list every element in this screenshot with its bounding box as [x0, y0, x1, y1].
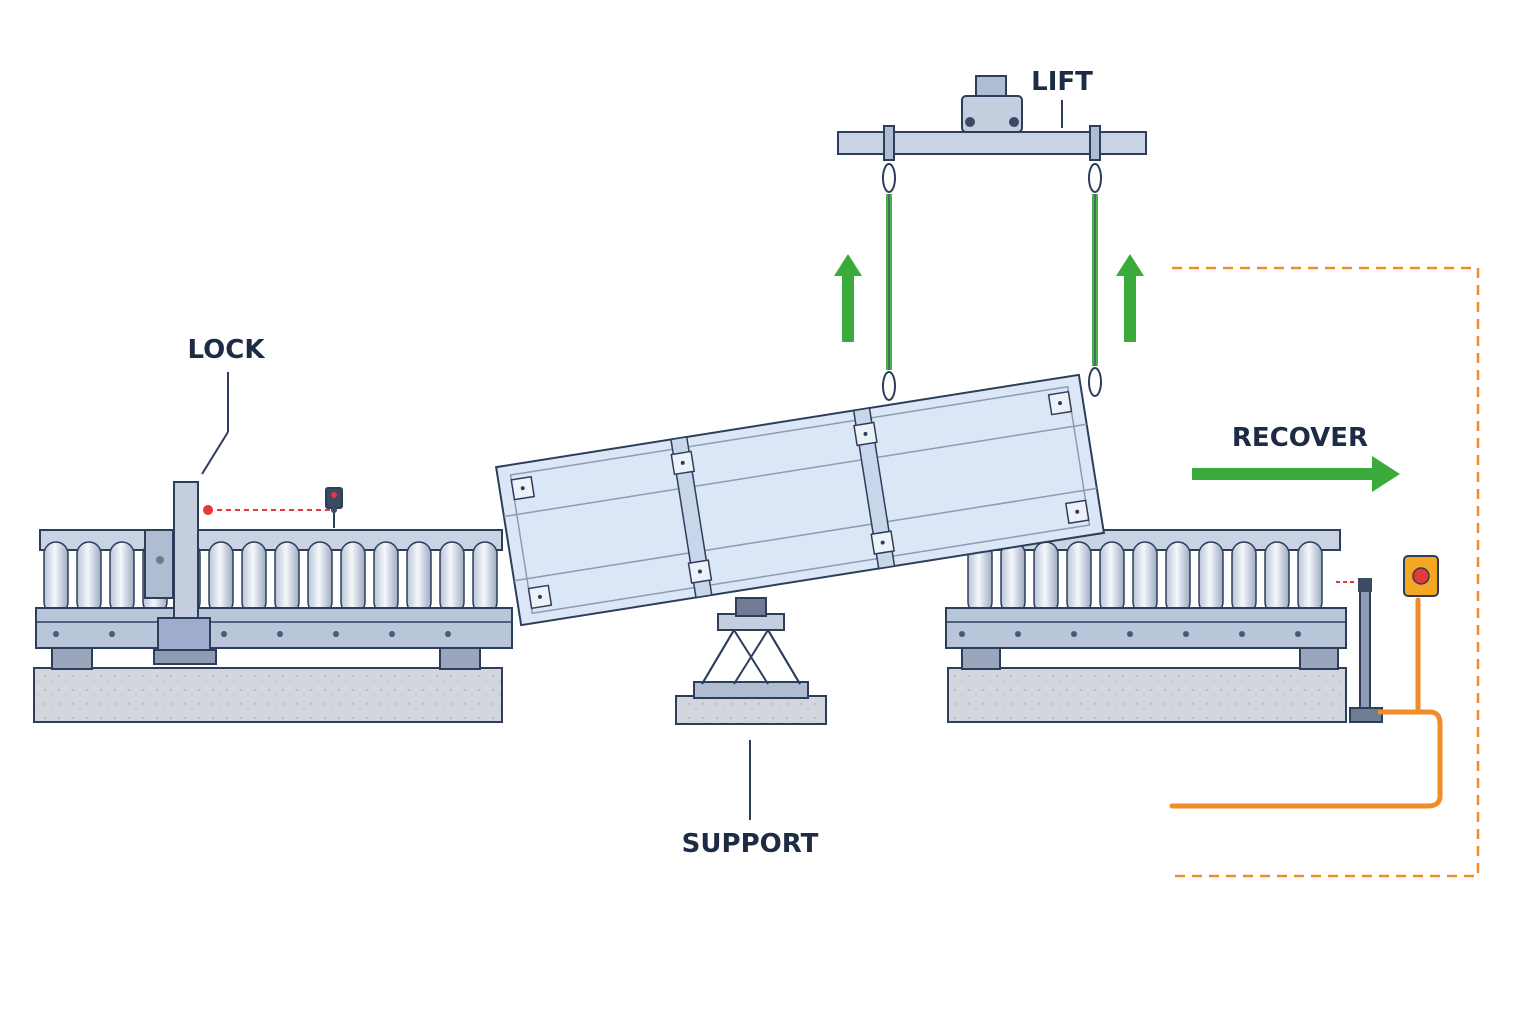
bolt [1183, 631, 1189, 637]
right-roller [1231, 541, 1257, 615]
tilted-panel [494, 373, 1106, 627]
right-roller [1033, 541, 1059, 615]
left-roller [43, 541, 69, 615]
photo-sensor-icon [325, 487, 343, 528]
bolt [109, 631, 115, 637]
bolt [389, 631, 395, 637]
right-roller [1132, 541, 1158, 615]
right-sling [1088, 125, 1102, 397]
bolt [53, 631, 59, 637]
orange-cable [1169, 597, 1443, 809]
bolt [1071, 631, 1077, 637]
right-roller [1264, 541, 1290, 615]
right-roller [1066, 541, 1092, 615]
left-roller [76, 541, 102, 615]
right-roller [1000, 541, 1026, 615]
bolt [1295, 631, 1301, 637]
left-roller [373, 541, 399, 615]
recover-arrow-icon [1192, 456, 1400, 492]
left-roller [208, 541, 234, 615]
bolt [333, 631, 339, 637]
lift-hoist-icon [961, 75, 1023, 133]
right-roller [1099, 541, 1125, 615]
bolt [1127, 631, 1133, 637]
bolt [221, 631, 227, 637]
recover-dashed-loop [1172, 266, 1480, 878]
left-roller [307, 541, 333, 615]
lift-beam [837, 131, 1147, 155]
left-concrete-base [33, 667, 503, 723]
right-roller [1165, 541, 1191, 615]
support-label: SUPPORT [682, 829, 819, 859]
bolt [1239, 631, 1245, 637]
left-roller [439, 541, 465, 615]
bolt [445, 631, 451, 637]
left-roller [274, 541, 300, 615]
bolt [277, 631, 283, 637]
right-roller [1198, 541, 1224, 615]
left-sling [882, 125, 896, 401]
lock-label: LOCK [188, 335, 266, 365]
left-frame-rail [35, 607, 513, 649]
emergency-button-icon [1403, 555, 1439, 597]
right-concrete-base [947, 667, 1347, 723]
left-rollers [43, 541, 498, 615]
lift-up-arrow-right-icon [1116, 254, 1144, 342]
left-roller [109, 541, 135, 615]
left-conveyor [33, 529, 513, 723]
panel-strap [852, 407, 896, 570]
lock-clamp-icon [144, 481, 217, 665]
panel-strap [670, 436, 713, 599]
bolt [959, 631, 965, 637]
left-roller [340, 541, 366, 615]
right-roller [1297, 541, 1323, 615]
right-rollers [967, 541, 1323, 615]
right-frame-rail [945, 607, 1347, 649]
left-roller [241, 541, 267, 615]
lift-up-arrow-left-icon [834, 254, 862, 342]
recover-label: RECOVER [1232, 423, 1368, 453]
right-conveyor [945, 529, 1347, 723]
bolt [1015, 631, 1021, 637]
left-roller [406, 541, 432, 615]
left-roller [472, 541, 498, 615]
support-stand [675, 597, 827, 725]
right-sensor-post [1349, 578, 1383, 723]
lift-label: LIFT [1031, 67, 1093, 97]
left-frame-rear [39, 529, 503, 551]
